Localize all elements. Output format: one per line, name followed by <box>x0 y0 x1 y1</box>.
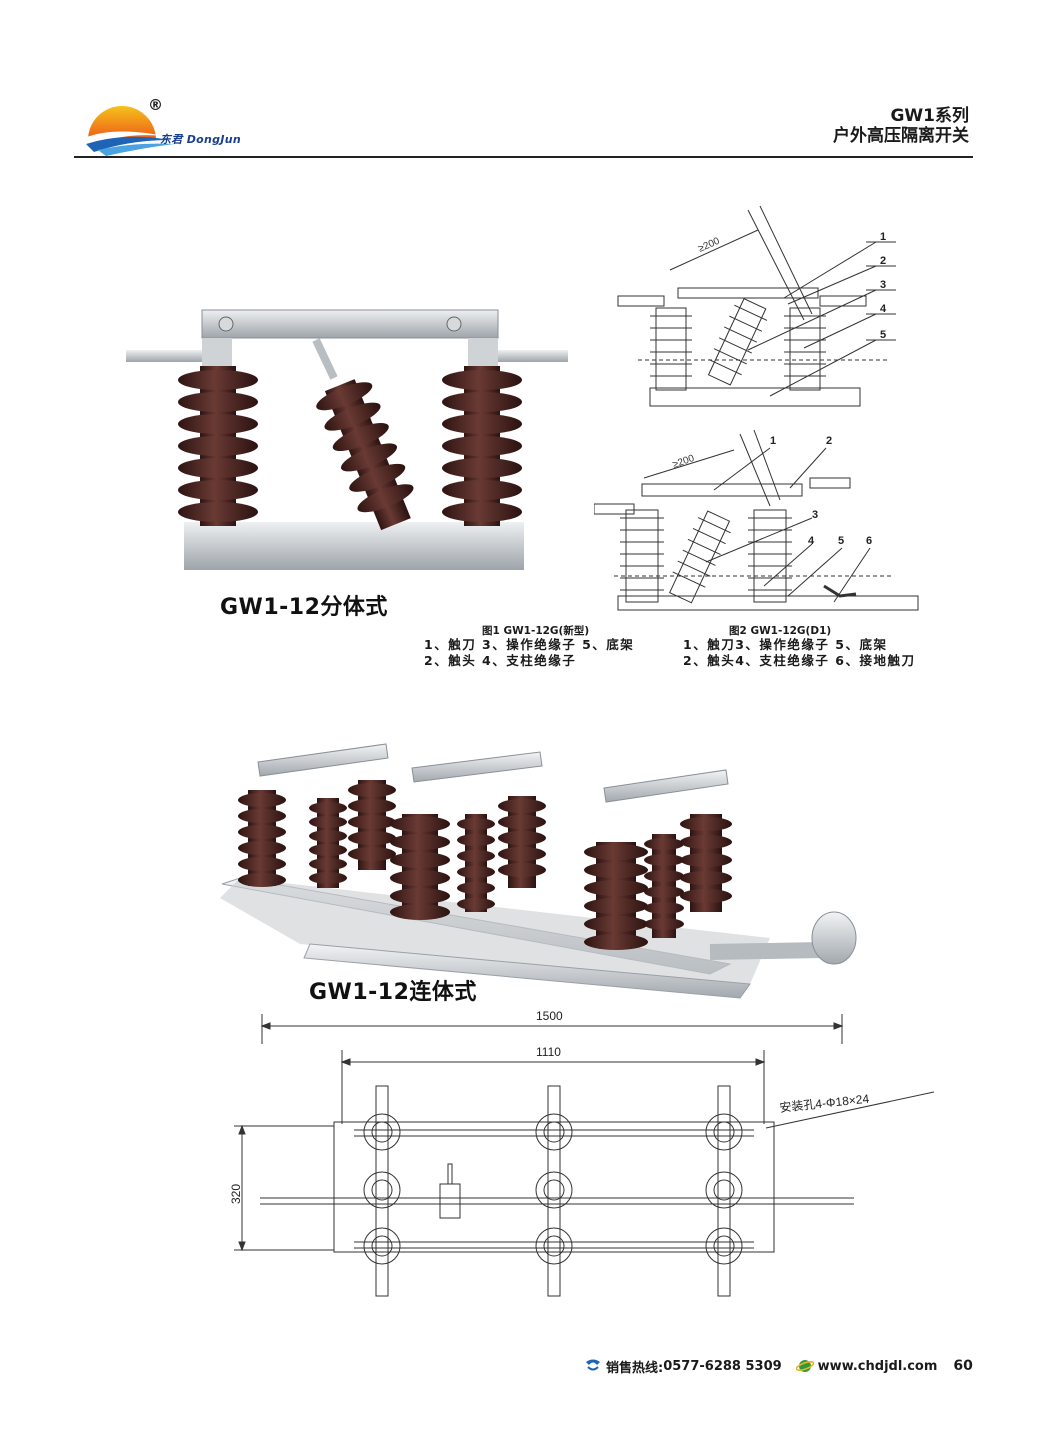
figure2-legend: 1、触刀3、操作绝缘子 5、底架 2、触头4、支柱绝缘子 6、接地触刀 <box>683 637 915 669</box>
mounting-hole-note: 安装孔4-Φ18×24 <box>779 1091 870 1115</box>
figure1-callout-3: 3 <box>880 279 886 291</box>
page-footer: 销售热线: 0577-6288 5309 www.chdjdl.com 60 <box>584 1356 973 1376</box>
dim-height-label: 320 <box>229 1184 243 1204</box>
registered-mark: ® <box>148 96 163 114</box>
integrated-type-title: GW1-12连体式 <box>309 980 477 1005</box>
figure2-callout-5: 5 <box>838 535 844 547</box>
figure2-callout-2: 2 <box>826 435 832 447</box>
figure1-callout-2: 2 <box>880 255 886 267</box>
brand-name-en: DongJun <box>186 133 241 146</box>
dim-inner-label: 1110 <box>536 1045 561 1059</box>
figure2-legend-row: 2、触头4、支柱绝缘子 6、接地触刀 <box>683 653 916 668</box>
figure2-caption: 图2 GW1-12G(D1) <box>729 625 832 637</box>
top-view-dimension-drawing: 1500 1110 320 安装孔4-Φ18×24 <box>229 1009 934 1297</box>
hotline-label: 销售热线: <box>606 1360 664 1376</box>
figure2-legend-row: 1、触刀3、操作绝缘子 5、底架 <box>683 637 888 652</box>
series-name: GW1系列 <box>890 106 969 126</box>
page-number: 60 <box>953 1358 973 1374</box>
figure2-clearance-label: ≥200 <box>671 453 696 471</box>
brand-name-cn: 东君 <box>160 133 183 146</box>
figure2-callout-6: 6 <box>866 535 872 547</box>
figure2-callout-4: 4 <box>808 535 815 547</box>
dim-total-label: 1500 <box>536 1009 563 1023</box>
figure1-drawing: ≥200 1 2 3 4 5 <box>617 205 896 407</box>
figure1-legend-row: 1、触刀 3、操作绝缘子 5、底架 <box>424 637 635 652</box>
globe-icon <box>795 1360 814 1372</box>
phone-icon <box>586 1359 600 1371</box>
split-type-title: GW1-12分体式 <box>220 595 388 620</box>
figure2-drawing: ≥200 1 2 3 4 5 6 <box>594 429 919 611</box>
integrated-type-switch-photo <box>220 743 857 999</box>
series-subtitle: 户外高压隔离开关 <box>833 126 969 146</box>
figure1-caption: 图1 GW1-12G(新型) <box>482 625 590 637</box>
website-link[interactable]: www.chdjdl.com <box>817 1358 938 1374</box>
figure2-callout-1: 1 <box>770 435 776 447</box>
figure1-legend: 1、触刀 3、操作绝缘子 5、底架 2、触头 4、支柱绝缘子 <box>424 637 634 669</box>
figure1-legend-row: 2、触头 4、支柱绝缘子 <box>424 653 577 668</box>
series-title: GW1系列 户外高压隔离开关 <box>833 106 969 146</box>
brand-name: 东君 DongJun <box>160 131 241 147</box>
split-type-switch-photo <box>126 309 568 570</box>
hotline-number: 0577-6288 5309 <box>663 1358 782 1374</box>
figure1-callout-4: 4 <box>880 303 887 315</box>
figure2-callout-3: 3 <box>812 509 818 521</box>
company-logo <box>84 106 174 156</box>
header-divider <box>74 156 973 158</box>
figure1-callout-5: 5 <box>880 329 886 341</box>
figure1-callout-1: 1 <box>880 231 886 243</box>
